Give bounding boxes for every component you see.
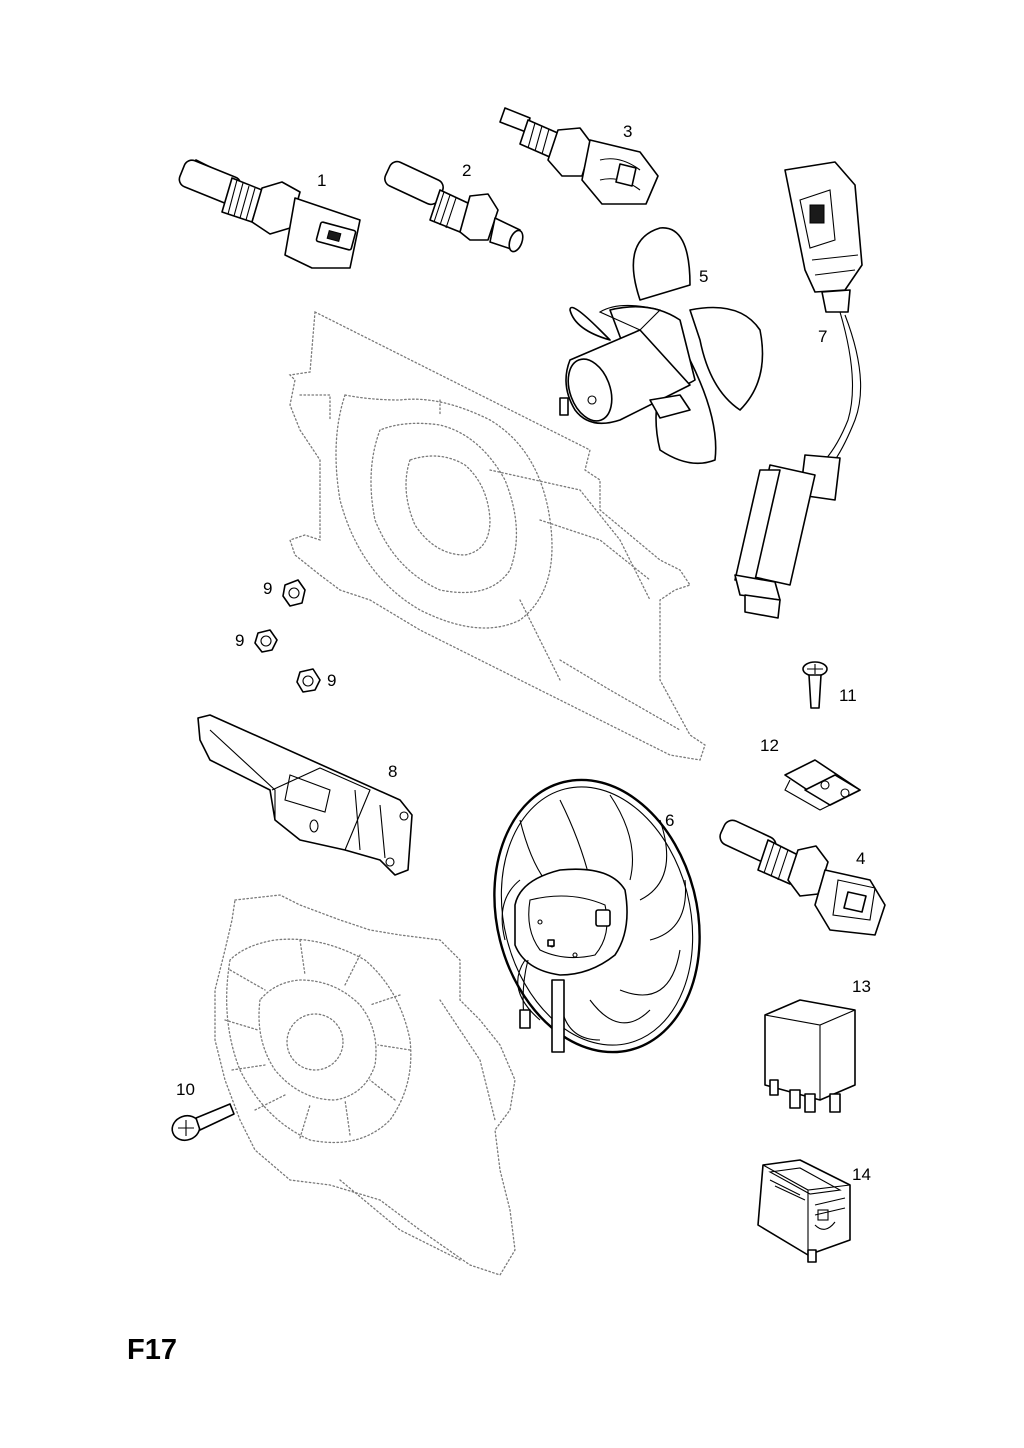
callout-11: 11 [839, 686, 857, 705]
part-14-relay [757, 1159, 851, 1263]
part-13-relay [764, 999, 856, 1113]
part-9-nut-b [254, 629, 278, 653]
part-9-nut-c [296, 668, 321, 693]
callout-4: 4 [856, 849, 866, 868]
part-3-sensor-connector [499, 107, 659, 205]
part-9-nut-a [282, 579, 306, 607]
callout-3: 3 [623, 122, 633, 141]
callout-13: 13 [852, 977, 871, 996]
callout-2: 2 [462, 161, 472, 180]
part-8-bracket [197, 714, 413, 876]
part-2-temperature-sender [384, 160, 524, 253]
callout-9: 9 [327, 671, 337, 690]
callout-8: 8 [388, 762, 398, 781]
part-5-small-fan-motor [559, 227, 764, 465]
callout-10: 10 [176, 1080, 195, 1099]
callout-1: 1 [317, 171, 327, 190]
callout-9: 9 [263, 579, 273, 598]
callout-14: 14 [852, 1165, 871, 1184]
callout-12: 12 [760, 736, 779, 755]
callout-7: 7 [818, 327, 828, 346]
part-6-large-fan [493, 778, 701, 1054]
page-code: F17 [127, 1334, 177, 1366]
part-1-temperature-switch [178, 159, 361, 269]
callout-9: 9 [235, 631, 245, 650]
part-10-screw [171, 1103, 235, 1142]
callout-5: 5 [699, 267, 709, 286]
part-11-bolt [802, 661, 828, 709]
part-12-clip-nut [784, 759, 861, 811]
callout-6: 6 [665, 811, 675, 830]
part-4-temperature-sensor [719, 819, 886, 936]
part-7-wiring-harness [734, 161, 863, 619]
lower-fan-shroud-ghost [214, 894, 516, 1276]
upper-fan-shroud-ghost [288, 310, 706, 761]
